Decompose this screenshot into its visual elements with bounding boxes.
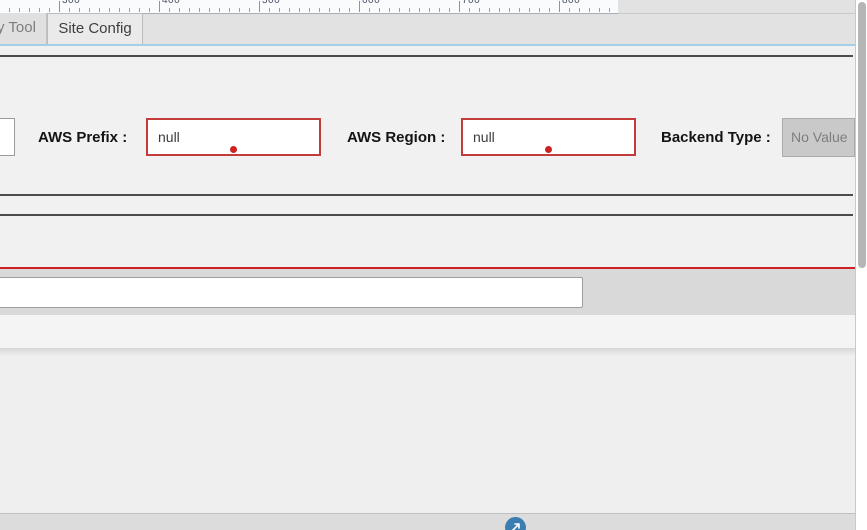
ruler-minor-tick: [479, 8, 480, 12]
ruler-minor-tick: [319, 8, 320, 12]
aws-prefix-input[interactable]: [146, 118, 321, 156]
ruler-minor-tick: [29, 8, 30, 12]
ruler-tick-label: 400: [162, 0, 181, 6]
ruler-minor-tick: [9, 8, 10, 12]
ruler-major-tick: [459, 1, 460, 12]
ruler-minor-tick: [99, 8, 100, 12]
red-divider: [0, 267, 855, 269]
aws-prefix-label: AWS Prefix :: [38, 129, 128, 146]
ruler-minor-tick: [309, 8, 310, 12]
ruler-tick-label: 700: [462, 0, 481, 6]
ruler-minor-tick: [249, 8, 250, 12]
ruler-minor-tick: [269, 8, 270, 12]
ruler-minor-tick: [389, 8, 390, 12]
divider-middle-2: [0, 214, 853, 216]
tab-tool-label: y Tool: [0, 19, 36, 36]
input-band: [0, 269, 855, 315]
ruler-minor-tick: [19, 8, 20, 12]
ruler-minor-tick: [429, 8, 430, 12]
ruler-minor-tick: [209, 8, 210, 12]
left-clipped-input[interactable]: [0, 118, 15, 156]
ruler-minor-tick: [139, 8, 140, 12]
ruler-major-tick: [159, 1, 160, 12]
ruler-minor-tick: [339, 8, 340, 12]
ruler-minor-tick: [569, 8, 570, 12]
ruler-minor-tick: [599, 8, 600, 12]
ruler-minor-tick: [349, 8, 350, 12]
arrow-icon: [510, 522, 521, 530]
tab-site-config-label: Site Config: [58, 20, 132, 37]
action-button[interactable]: [505, 517, 526, 530]
aws-region-label: AWS Region :: [347, 129, 446, 146]
ruler-major-tick: [359, 1, 360, 12]
lower-panel: [0, 348, 855, 513]
scrollbar-thumb[interactable]: [858, 2, 866, 268]
ruler-minor-tick: [379, 8, 380, 12]
wide-text-input[interactable]: [0, 277, 583, 308]
ruler-minor-tick: [69, 8, 70, 12]
ruler-minor-tick: [589, 8, 590, 12]
ruler-major-tick: [559, 1, 560, 12]
header-bar: 300 400 500 600 700 800 y Tool Site Config: [0, 0, 855, 46]
ruler-spacer: [618, 0, 855, 14]
ruler-minor-tick: [409, 8, 410, 12]
tab-underline: [0, 44, 855, 46]
divider-middle-1: [0, 194, 853, 196]
ruler-minor-tick: [489, 8, 490, 12]
ruler-tick-label: 600: [362, 0, 381, 6]
ruler-minor-tick: [529, 8, 530, 12]
backend-type-value: No Value: [782, 118, 855, 157]
ruler-minor-tick: [179, 8, 180, 12]
ruler-minor-tick: [79, 8, 80, 12]
ruler-minor-tick: [89, 8, 90, 12]
ruler-minor-tick: [509, 8, 510, 12]
ruler-minor-tick: [239, 8, 240, 12]
ruler-minor-tick: [369, 8, 370, 12]
ruler-minor-tick: [579, 8, 580, 12]
error-dot-icon: [545, 146, 552, 153]
divider-top: [0, 55, 853, 57]
ruler-minor-tick: [129, 8, 130, 12]
ruler-minor-tick: [279, 8, 280, 12]
ruler-minor-tick: [199, 8, 200, 12]
ruler-minor-tick: [299, 8, 300, 12]
tab-tool[interactable]: y Tool: [0, 13, 47, 44]
ruler-tick-label: 500: [262, 0, 281, 6]
ruler-minor-tick: [549, 8, 550, 12]
ruler-major-tick: [259, 1, 260, 12]
tab-site-config[interactable]: Site Config: [47, 13, 143, 44]
error-dot-icon: [230, 146, 237, 153]
ruler-minor-tick: [289, 8, 290, 12]
ruler-minor-tick: [439, 8, 440, 12]
scrollbar-track[interactable]: [855, 0, 867, 530]
ruler-minor-tick: [149, 8, 150, 12]
backend-type-label: Backend Type :: [661, 129, 771, 146]
ruler-minor-tick: [219, 8, 220, 12]
ruler-major-tick: [59, 1, 60, 12]
ruler-minor-tick: [329, 8, 330, 12]
ruler-minor-tick: [609, 8, 610, 12]
ruler-minor-tick: [469, 8, 470, 12]
ruler-minor-tick: [539, 8, 540, 12]
bottom-bar: [0, 513, 855, 530]
ruler-minor-tick: [39, 8, 40, 12]
ruler: 300 400 500 600 700 800: [0, 0, 618, 14]
ruler-minor-tick: [49, 8, 50, 12]
ruler-tick-label: 800: [562, 0, 581, 6]
ruler-minor-tick: [229, 8, 230, 12]
ruler-minor-tick: [109, 8, 110, 12]
ruler-minor-tick: [169, 8, 170, 12]
ruler-tick-label: 300: [62, 0, 81, 6]
ruler-minor-tick: [399, 8, 400, 12]
ruler-minor-tick: [449, 8, 450, 12]
light-strip: [0, 315, 855, 348]
ruler-minor-tick: [119, 8, 120, 12]
ruler-minor-tick: [189, 8, 190, 12]
ruler-minor-tick: [499, 8, 500, 12]
ruler-minor-tick: [519, 8, 520, 12]
ruler-minor-tick: [419, 8, 420, 12]
aws-region-input[interactable]: [461, 118, 636, 156]
